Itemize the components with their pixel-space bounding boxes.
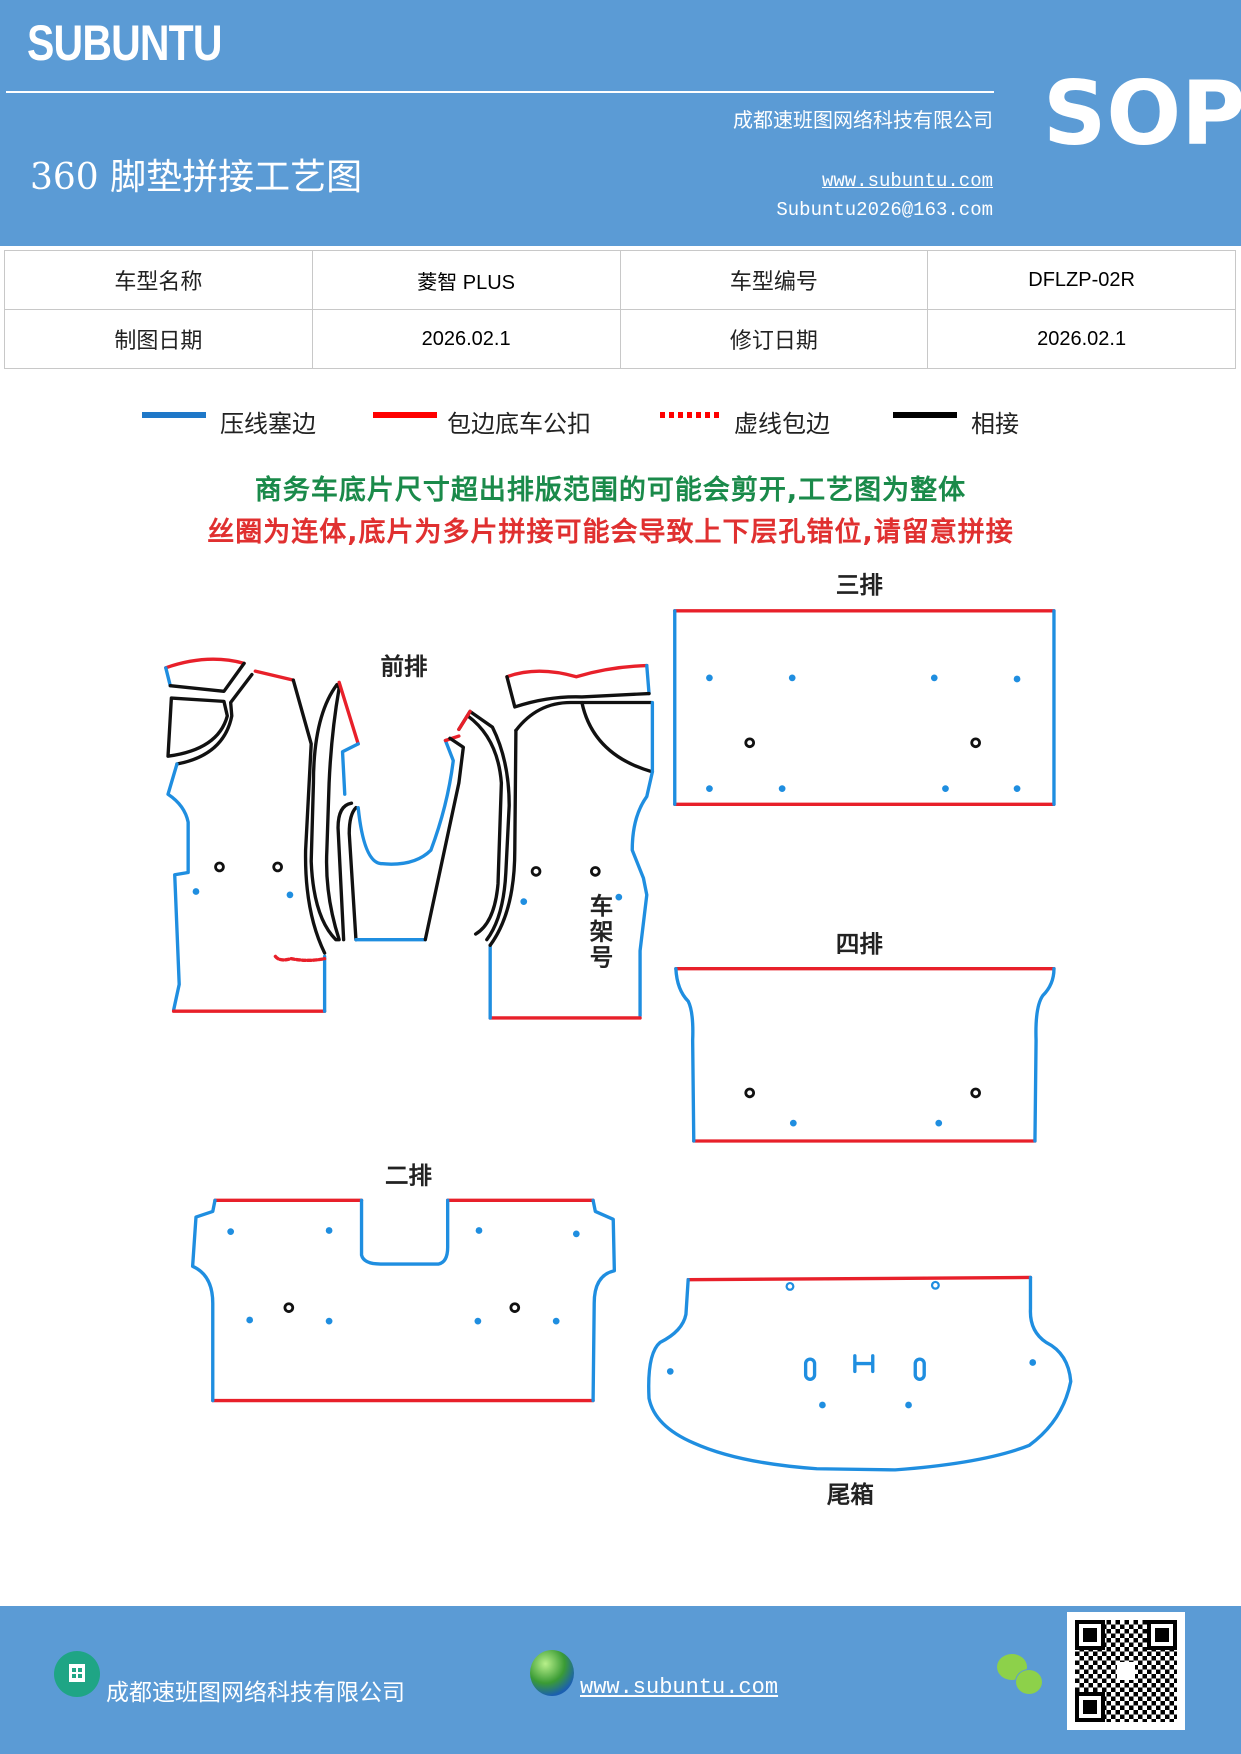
website-link[interactable]: www.subuntu.com — [821, 170, 993, 192]
legend-label: 包边底车公扣 — [447, 410, 591, 438]
draw-date-value: 2026.02.1 — [311, 309, 621, 369]
frame-number-label: 车 — [590, 892, 614, 920]
draw-date-label: 制图日期 — [4, 309, 313, 369]
front-center-piece — [336, 734, 466, 942]
notice-line-2: 丝圈为连体,底片为多片拼接可能会导致上下层孔错位,请留意拼接 — [207, 517, 1014, 548]
building-icon — [54, 1651, 100, 1697]
model-name-label: 车型名称 — [4, 250, 313, 310]
page-title: 360 脚垫拼接工艺图 — [30, 157, 363, 198]
front-row-label: 前排 — [381, 653, 428, 681]
front-left-strip — [309, 680, 360, 942]
legend-dotted-red-line — [660, 412, 720, 418]
trunk-label: 尾箱 — [827, 1480, 874, 1508]
second-row-label: 二排 — [385, 1162, 432, 1190]
legend-label: 压线塞边 — [220, 410, 316, 438]
model-code-label: 车型编号 — [619, 250, 929, 310]
trunk-piece — [647, 1275, 1073, 1472]
doc-type-label: SOP — [1043, 62, 1241, 165]
legend-red-line — [373, 412, 437, 418]
qr-code — [1067, 1612, 1185, 1730]
third-row-label: 三排 — [836, 571, 883, 599]
header-banner — [0, 0, 1241, 246]
model-code-value: DFLZP-02R — [927, 250, 1236, 310]
globe-icon — [530, 1650, 574, 1696]
company-name: 成都速班图网络科技有限公司 — [733, 108, 993, 132]
front-holes — [192, 861, 623, 905]
frame-number-label: 号 — [590, 943, 614, 971]
front-right-piece — [488, 663, 655, 1020]
wechat-icon-bubble — [1015, 1669, 1043, 1695]
frame-number-label: 架 — [590, 918, 614, 946]
revise-date-value: 2026.02.1 — [927, 309, 1236, 369]
third-row-piece — [673, 609, 1056, 806]
model-name-value: 菱智 PLUS — [311, 250, 621, 310]
second-row-piece — [190, 1198, 617, 1403]
table-row: 制图日期 2026.02.1 修订日期 2026.02.1 — [4, 309, 1236, 369]
front-left-piece — [164, 657, 327, 1013]
legend-label: 虚线包边 — [734, 410, 830, 438]
legend-black-line — [893, 412, 957, 418]
table-row: 车型名称 菱智 PLUS 车型编号 DFLZP-02R — [4, 250, 1236, 310]
revise-date-label: 修订日期 — [619, 309, 929, 369]
brand-logo: SUBUNTU — [27, 15, 223, 71]
footer-company: 成都速班图网络科技有限公司 — [106, 1680, 405, 1706]
header-divider — [6, 91, 994, 93]
legend-label: 相接 — [971, 410, 1019, 438]
email-text: Subuntu2026@163.com — [776, 199, 993, 221]
notice-line-1: 商务车底片尺寸超出排版范围的可能会剪开,工艺图为整体 — [254, 475, 967, 506]
footer-website-link[interactable]: www.subuntu.com — [580, 1675, 779, 1700]
legend-blue-line — [142, 412, 206, 418]
fourth-row-piece — [674, 967, 1056, 1143]
vehicle-info-table: 车型名称 菱智 PLUS 车型编号 DFLZP-02R 制图日期 2026.02… — [4, 250, 1236, 369]
front-right-strip — [457, 709, 511, 942]
fourth-row-label: 四排 — [836, 930, 883, 958]
